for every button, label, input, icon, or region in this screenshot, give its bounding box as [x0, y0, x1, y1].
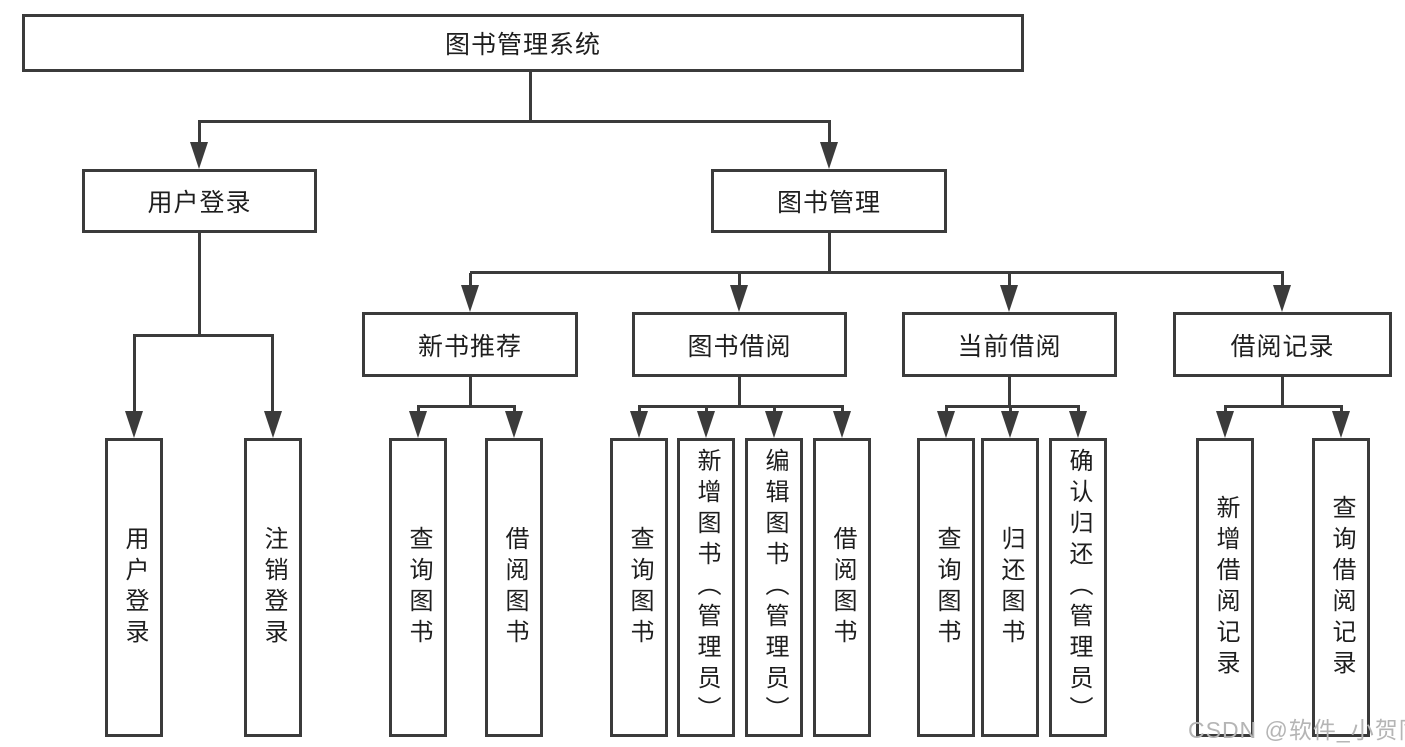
- connector-level2-bar: [198, 120, 831, 123]
- connector-user-login-stem: [198, 233, 201, 337]
- connector-borrow-record-bar: [1224, 405, 1343, 408]
- arrowhead-br-add: [1216, 411, 1234, 438]
- connector-drop-br-query: [1340, 405, 1343, 413]
- connector-drop-br-add: [1224, 405, 1227, 413]
- connector-book-borrow-bar: [638, 405, 844, 408]
- leaf-rec-borrow-books: 借阅图书: [485, 438, 543, 737]
- arrowhead-cb-confirm: [1069, 411, 1087, 438]
- connector-drop-leaf-logout: [271, 336, 274, 412]
- arrowhead-cb-query: [937, 411, 955, 438]
- arrowhead-new-book-recommend: [461, 285, 479, 312]
- leaf-cb-confirm-return-admin: 确认归还（管理员）: [1049, 438, 1107, 737]
- leaf-user-login: 用户登录: [105, 438, 163, 737]
- connector-drop-book-management: [828, 121, 831, 145]
- arrowhead-br-query: [1332, 411, 1350, 438]
- connector-current-borrow-bar: [945, 405, 1080, 408]
- node-user-login: 用户登录: [82, 169, 317, 233]
- connector-drop-cb-return: [1009, 405, 1012, 413]
- arrowhead-borrow-record: [1273, 285, 1291, 312]
- connector-level3-bar: [470, 271, 1284, 274]
- csdn-watermark: CSDN @软件_小贺同学: [1188, 717, 1405, 743]
- leaf-br-add-record: 新增借阅记录: [1196, 438, 1254, 737]
- arrowhead-cb-return: [1001, 411, 1019, 438]
- leaf-rec-query-books: 查询图书: [389, 438, 447, 737]
- connector-drop-leaf-user-login: [133, 336, 136, 412]
- leaf-bb-add-books-admin: 新增图书（管理员）: [677, 438, 735, 737]
- connector-borrow-record-stem: [1281, 377, 1284, 408]
- node-book-management: 图书管理: [711, 169, 947, 233]
- connector-drop-rec-borrow: [513, 405, 516, 413]
- connector-drop-book-borrow: [738, 273, 741, 287]
- node-root-library-system: 图书管理系统: [22, 14, 1024, 72]
- arrowhead-leaf-logout: [264, 411, 282, 438]
- arrowhead-user-login: [190, 142, 208, 169]
- arrowhead-rec-query: [409, 411, 427, 438]
- arrowhead-bb-edit: [765, 411, 783, 438]
- node-current-borrow: 当前借阅: [902, 312, 1117, 377]
- arrowhead-rec-borrow: [505, 411, 523, 438]
- leaf-bb-query-books: 查询图书: [610, 438, 668, 737]
- node-borrow-record: 借阅记录: [1173, 312, 1392, 377]
- connector-new-book-recommend-bar: [417, 405, 516, 408]
- arrowhead-current-borrow: [1000, 285, 1018, 312]
- connector-current-borrow-stem: [1008, 377, 1011, 408]
- arrowhead-book-management: [820, 142, 838, 169]
- connector-drop-bb-query: [638, 405, 641, 413]
- connector-drop-user-login: [198, 121, 201, 145]
- connector-drop-borrow-record: [1281, 273, 1284, 287]
- connector-root-stem: [529, 72, 532, 122]
- leaf-br-query-record: 查询借阅记录: [1312, 438, 1370, 737]
- connector-drop-rec-query: [417, 405, 420, 413]
- connector-drop-bb-borrow: [841, 405, 844, 413]
- leaf-cb-return-books: 归还图书: [981, 438, 1039, 737]
- connector-drop-current-borrow: [1008, 273, 1011, 287]
- node-book-borrow: 图书借阅: [632, 312, 847, 377]
- arrowhead-bb-add: [697, 411, 715, 438]
- connector-user-login-bar: [133, 334, 274, 337]
- connector-drop-new-book-recommend: [469, 273, 472, 287]
- node-new-book-recommend: 新书推荐: [362, 312, 578, 377]
- arrowhead-bb-query: [630, 411, 648, 438]
- connector-book-borrow-stem: [738, 377, 741, 408]
- connector-drop-bb-edit: [773, 405, 776, 413]
- connector-drop-bb-add: [705, 405, 708, 413]
- leaf-bb-edit-books-admin: 编辑图书（管理员）: [745, 438, 803, 737]
- arrowhead-bb-borrow: [833, 411, 851, 438]
- connector-new-book-recommend-stem: [469, 377, 472, 408]
- connector-drop-cb-query: [945, 405, 948, 413]
- arrowhead-book-borrow: [730, 285, 748, 312]
- arrowhead-leaf-user-login: [125, 411, 143, 438]
- leaf-cb-query-books: 查询图书: [917, 438, 975, 737]
- leaf-bb-borrow-books: 借阅图书: [813, 438, 871, 737]
- connector-drop-cb-confirm: [1077, 405, 1080, 413]
- connector-book-management-stem: [828, 233, 831, 273]
- leaf-logout: 注销登录: [244, 438, 302, 737]
